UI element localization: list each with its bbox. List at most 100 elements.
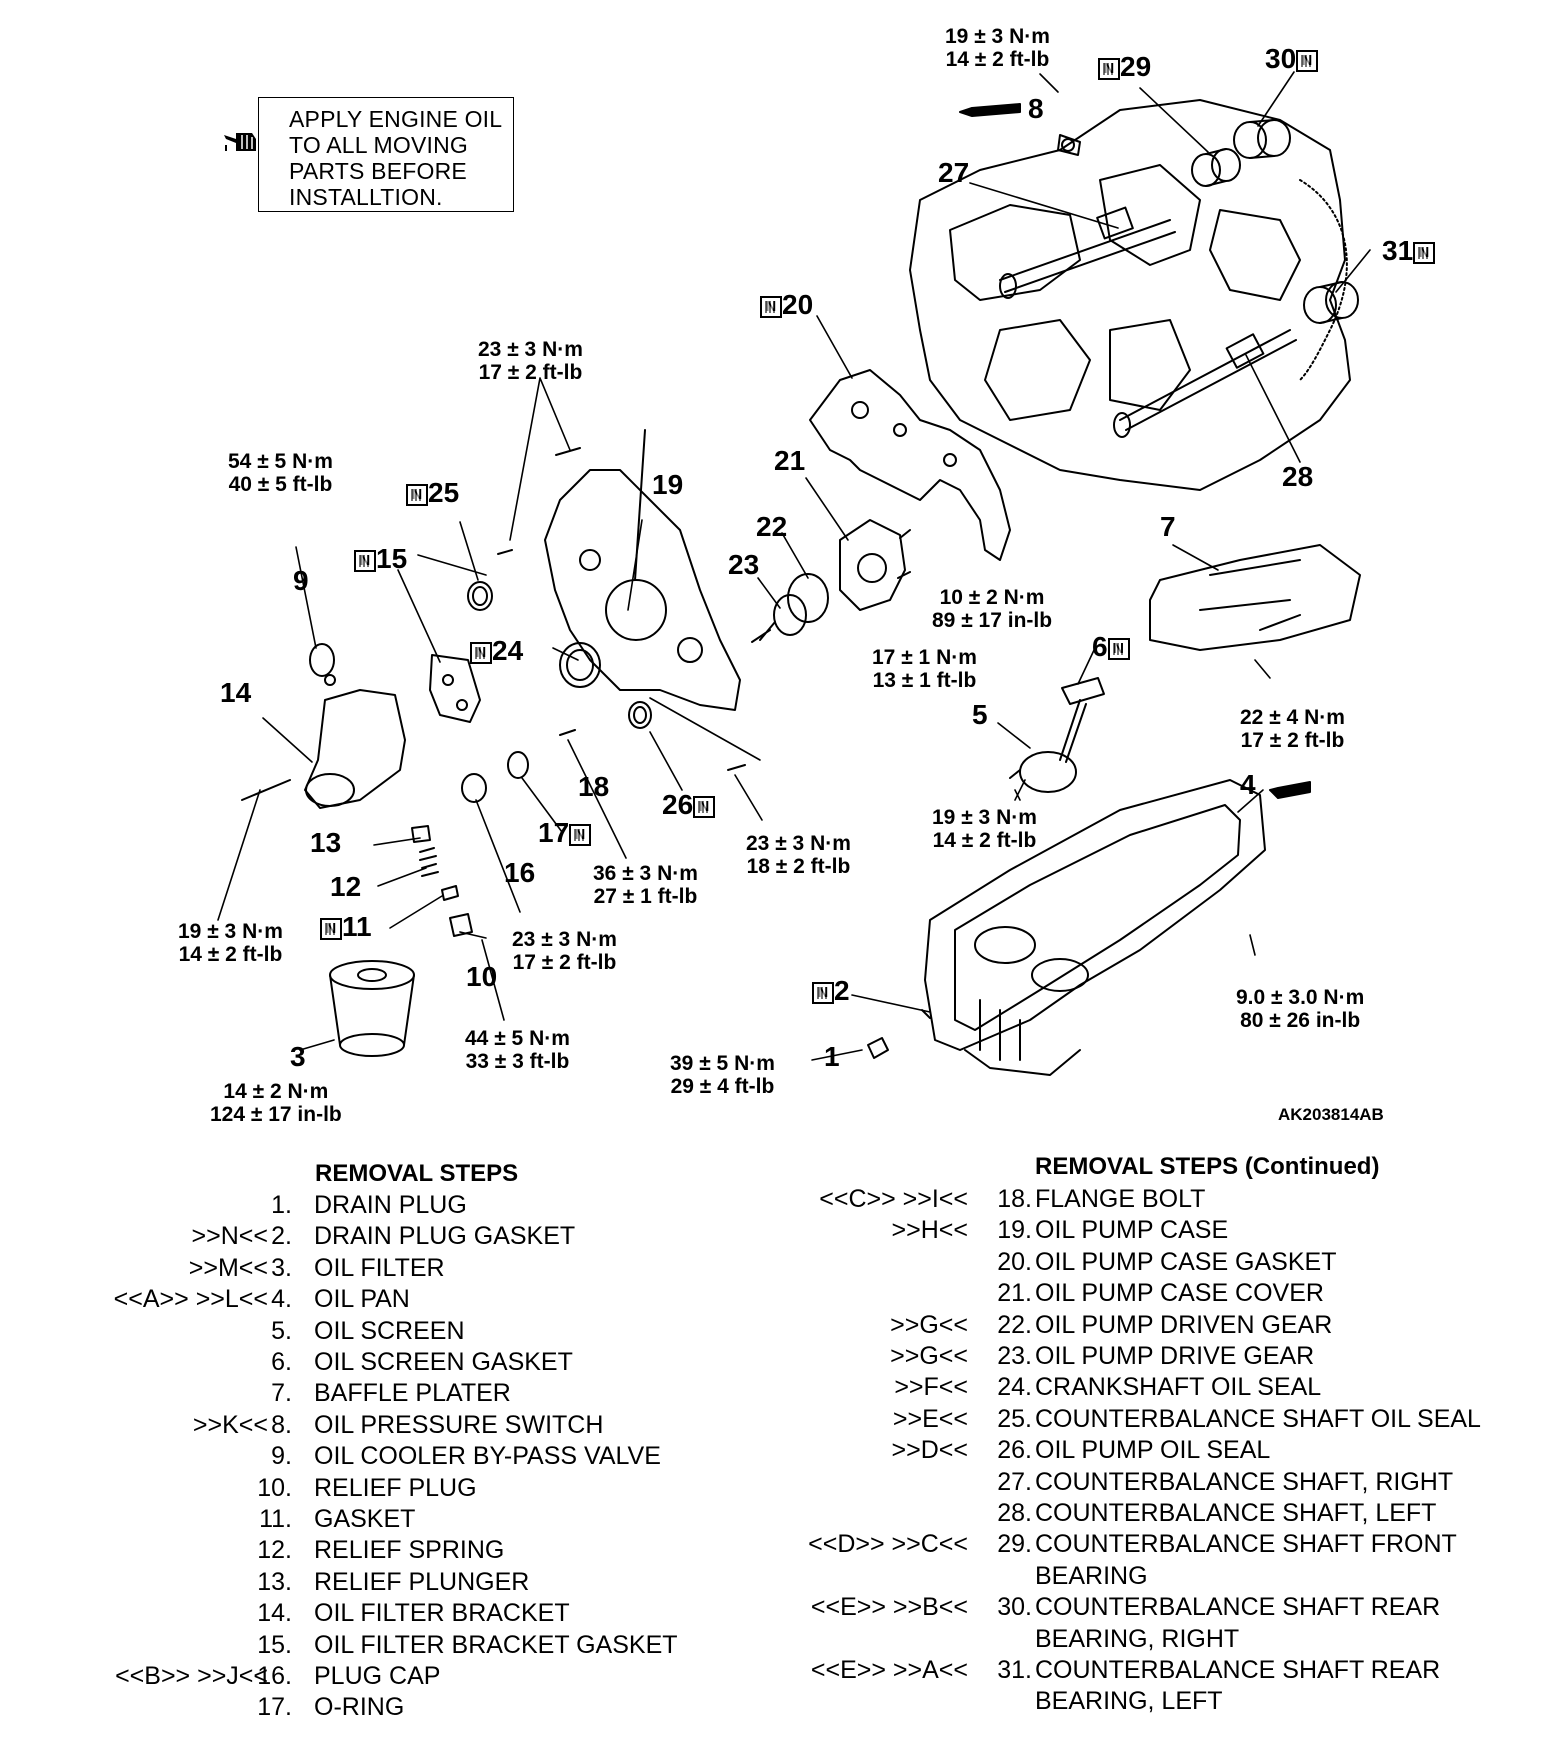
step-service-ref: >>F<< bbox=[894, 1373, 968, 1402]
step-number: 29. bbox=[997, 1530, 1032, 1559]
callout-5: 5 bbox=[972, 699, 988, 730]
baffle-plate-drawing bbox=[1149, 544, 1361, 651]
step-number: 14. bbox=[257, 1599, 292, 1628]
removal-step: 28.COUNTERBALANCE SHAFT, LEFT bbox=[0, 1498, 1568, 1529]
removal-step: >>F<< 24.CRANKSHAFT OIL SEAL bbox=[0, 1372, 1568, 1403]
step-label: OIL FILTER bbox=[314, 1253, 445, 1282]
oil-pressure-switch-drawing bbox=[1057, 134, 1081, 156]
step-label: OIL PUMP CASE COVER bbox=[1035, 1279, 1324, 1308]
removal-step: >>D<<26.OIL PUMP OIL SEAL bbox=[0, 1435, 1568, 1466]
bearing-29 bbox=[1191, 148, 1241, 187]
oil-filter-bracket-gasket-drawing bbox=[429, 654, 481, 723]
callout-3: 3 bbox=[290, 1041, 306, 1072]
callout-16: 16 bbox=[504, 857, 536, 888]
step-label: OIL PUMP OIL SEAL bbox=[1035, 1436, 1271, 1465]
step-number: 26. bbox=[997, 1436, 1032, 1465]
removal-step: 11. GASKET bbox=[0, 1504, 1568, 1535]
new-part-icon: N bbox=[760, 296, 782, 318]
step-label: OIL FILTER BRACKET bbox=[314, 1599, 570, 1628]
step-number: 25. bbox=[997, 1404, 1032, 1433]
step-label: CRANKSHAFT OIL SEAL bbox=[1035, 1373, 1322, 1402]
step-number: 17. bbox=[257, 1693, 292, 1722]
step-service-ref: <<B>> >>J<< bbox=[115, 1662, 268, 1690]
step-number: 11. bbox=[259, 1505, 292, 1533]
step-number: 9. bbox=[271, 1442, 292, 1471]
new-part-icon: N bbox=[354, 550, 376, 572]
new-part-icon: N bbox=[470, 642, 492, 664]
step-label: OIL PRESSURE SWITCH bbox=[314, 1410, 604, 1439]
oil-screen-gasket-drawing bbox=[1061, 677, 1105, 705]
removal-step: >>E<< 25.COUNTERBALANCE SHAFT OIL SEAL bbox=[0, 1404, 1568, 1435]
callout-4: 4 bbox=[1240, 769, 1256, 800]
step-service-ref: >>N<< bbox=[191, 1222, 268, 1251]
step-number: 28. bbox=[997, 1499, 1032, 1527]
step-label: OIL PUMP DRIVE GEAR bbox=[1035, 1342, 1315, 1370]
step-number: 31. bbox=[997, 1656, 1032, 1684]
callout-10: 10 bbox=[466, 961, 498, 992]
removal-step: 10.RELIEF PLUG bbox=[0, 1473, 1568, 1504]
oil-pan-drawing bbox=[924, 779, 1266, 1076]
counterbalance-shaft-oil-seal-drawing bbox=[467, 581, 493, 611]
oil-screen-drawing bbox=[1019, 699, 1087, 793]
instruction-note: APPLY ENGINE OIL TO ALL MOVING PARTS BEF… bbox=[258, 97, 514, 212]
step-number: 8. bbox=[271, 1410, 292, 1439]
step-service-ref: <<E>> >>B<< bbox=[810, 1593, 968, 1622]
removal-step: <<B>> >>J<<16.PLUG CAP bbox=[0, 1661, 1568, 1692]
step-label: COUNTERBALANCE SHAFT OIL SEAL bbox=[1035, 1404, 1481, 1433]
removal-step: 1.DRAIN PLUG bbox=[0, 1190, 1568, 1221]
oil-pump-case-cover-drawing bbox=[839, 519, 906, 611]
relief-plunger-drawing bbox=[411, 825, 431, 843]
step-number: 3. bbox=[271, 1253, 292, 1282]
callout-28: 28 bbox=[1282, 461, 1314, 492]
step-label: RELIEF PLUNGER bbox=[314, 1567, 530, 1596]
step-service-ref: >>G<< bbox=[890, 1342, 968, 1370]
removal-steps-heading: REMOVAL STEPS bbox=[315, 1160, 519, 1187]
step-number: 13. bbox=[257, 1567, 292, 1596]
callout-7: 7 bbox=[1160, 511, 1176, 542]
new-part-icon: N bbox=[1296, 50, 1319, 72]
step-label: OIL FILTER BRACKET GASKET bbox=[314, 1630, 678, 1659]
step-label: OIL PAN bbox=[314, 1285, 410, 1314]
removal-step: >>K<<8.OIL PRESSURE SWITCH bbox=[0, 1410, 1568, 1441]
step-service-ref: <<D>> >>C<< bbox=[808, 1530, 968, 1559]
step-number: 15. bbox=[257, 1630, 292, 1659]
removal-step: >>N<<2.DRAIN PLUG GASKET bbox=[0, 1221, 1568, 1252]
removal-step: 27.COUNTERBALANCE SHAFT, RIGHT bbox=[0, 1467, 1568, 1498]
callout-18: 18 bbox=[578, 771, 610, 802]
step-label: COUNTERBALANCE SHAFT REAR bbox=[1035, 1593, 1441, 1622]
oil-pump-gears-drawing bbox=[751, 573, 829, 643]
note-line: PARTS BEFORE bbox=[289, 158, 467, 184]
step-number: 27. bbox=[997, 1467, 1032, 1496]
relief-plug-drawing bbox=[449, 913, 473, 937]
crankshaft-oil-seal-drawing bbox=[559, 642, 601, 688]
step-number: 24. bbox=[997, 1373, 1032, 1402]
sealant-tube-icon bbox=[959, 103, 1021, 117]
step-label-continued: BEARING bbox=[1035, 1561, 1148, 1590]
step-service-ref: >>M<< bbox=[188, 1253, 268, 1282]
step-label: GASKET bbox=[314, 1505, 416, 1533]
step-service-ref: >>E<< bbox=[892, 1404, 968, 1433]
step-number: 7. bbox=[271, 1379, 292, 1408]
oil-filter-drawing bbox=[329, 960, 415, 1057]
new-part-icon: N bbox=[1413, 242, 1436, 264]
gasket-11-drawing bbox=[441, 885, 459, 901]
step-label: PLUG CAP bbox=[314, 1662, 441, 1690]
step-label: OIL COOLER BY-PASS VALVE bbox=[314, 1442, 661, 1471]
step-label: RELIEF SPRING bbox=[314, 1536, 505, 1565]
